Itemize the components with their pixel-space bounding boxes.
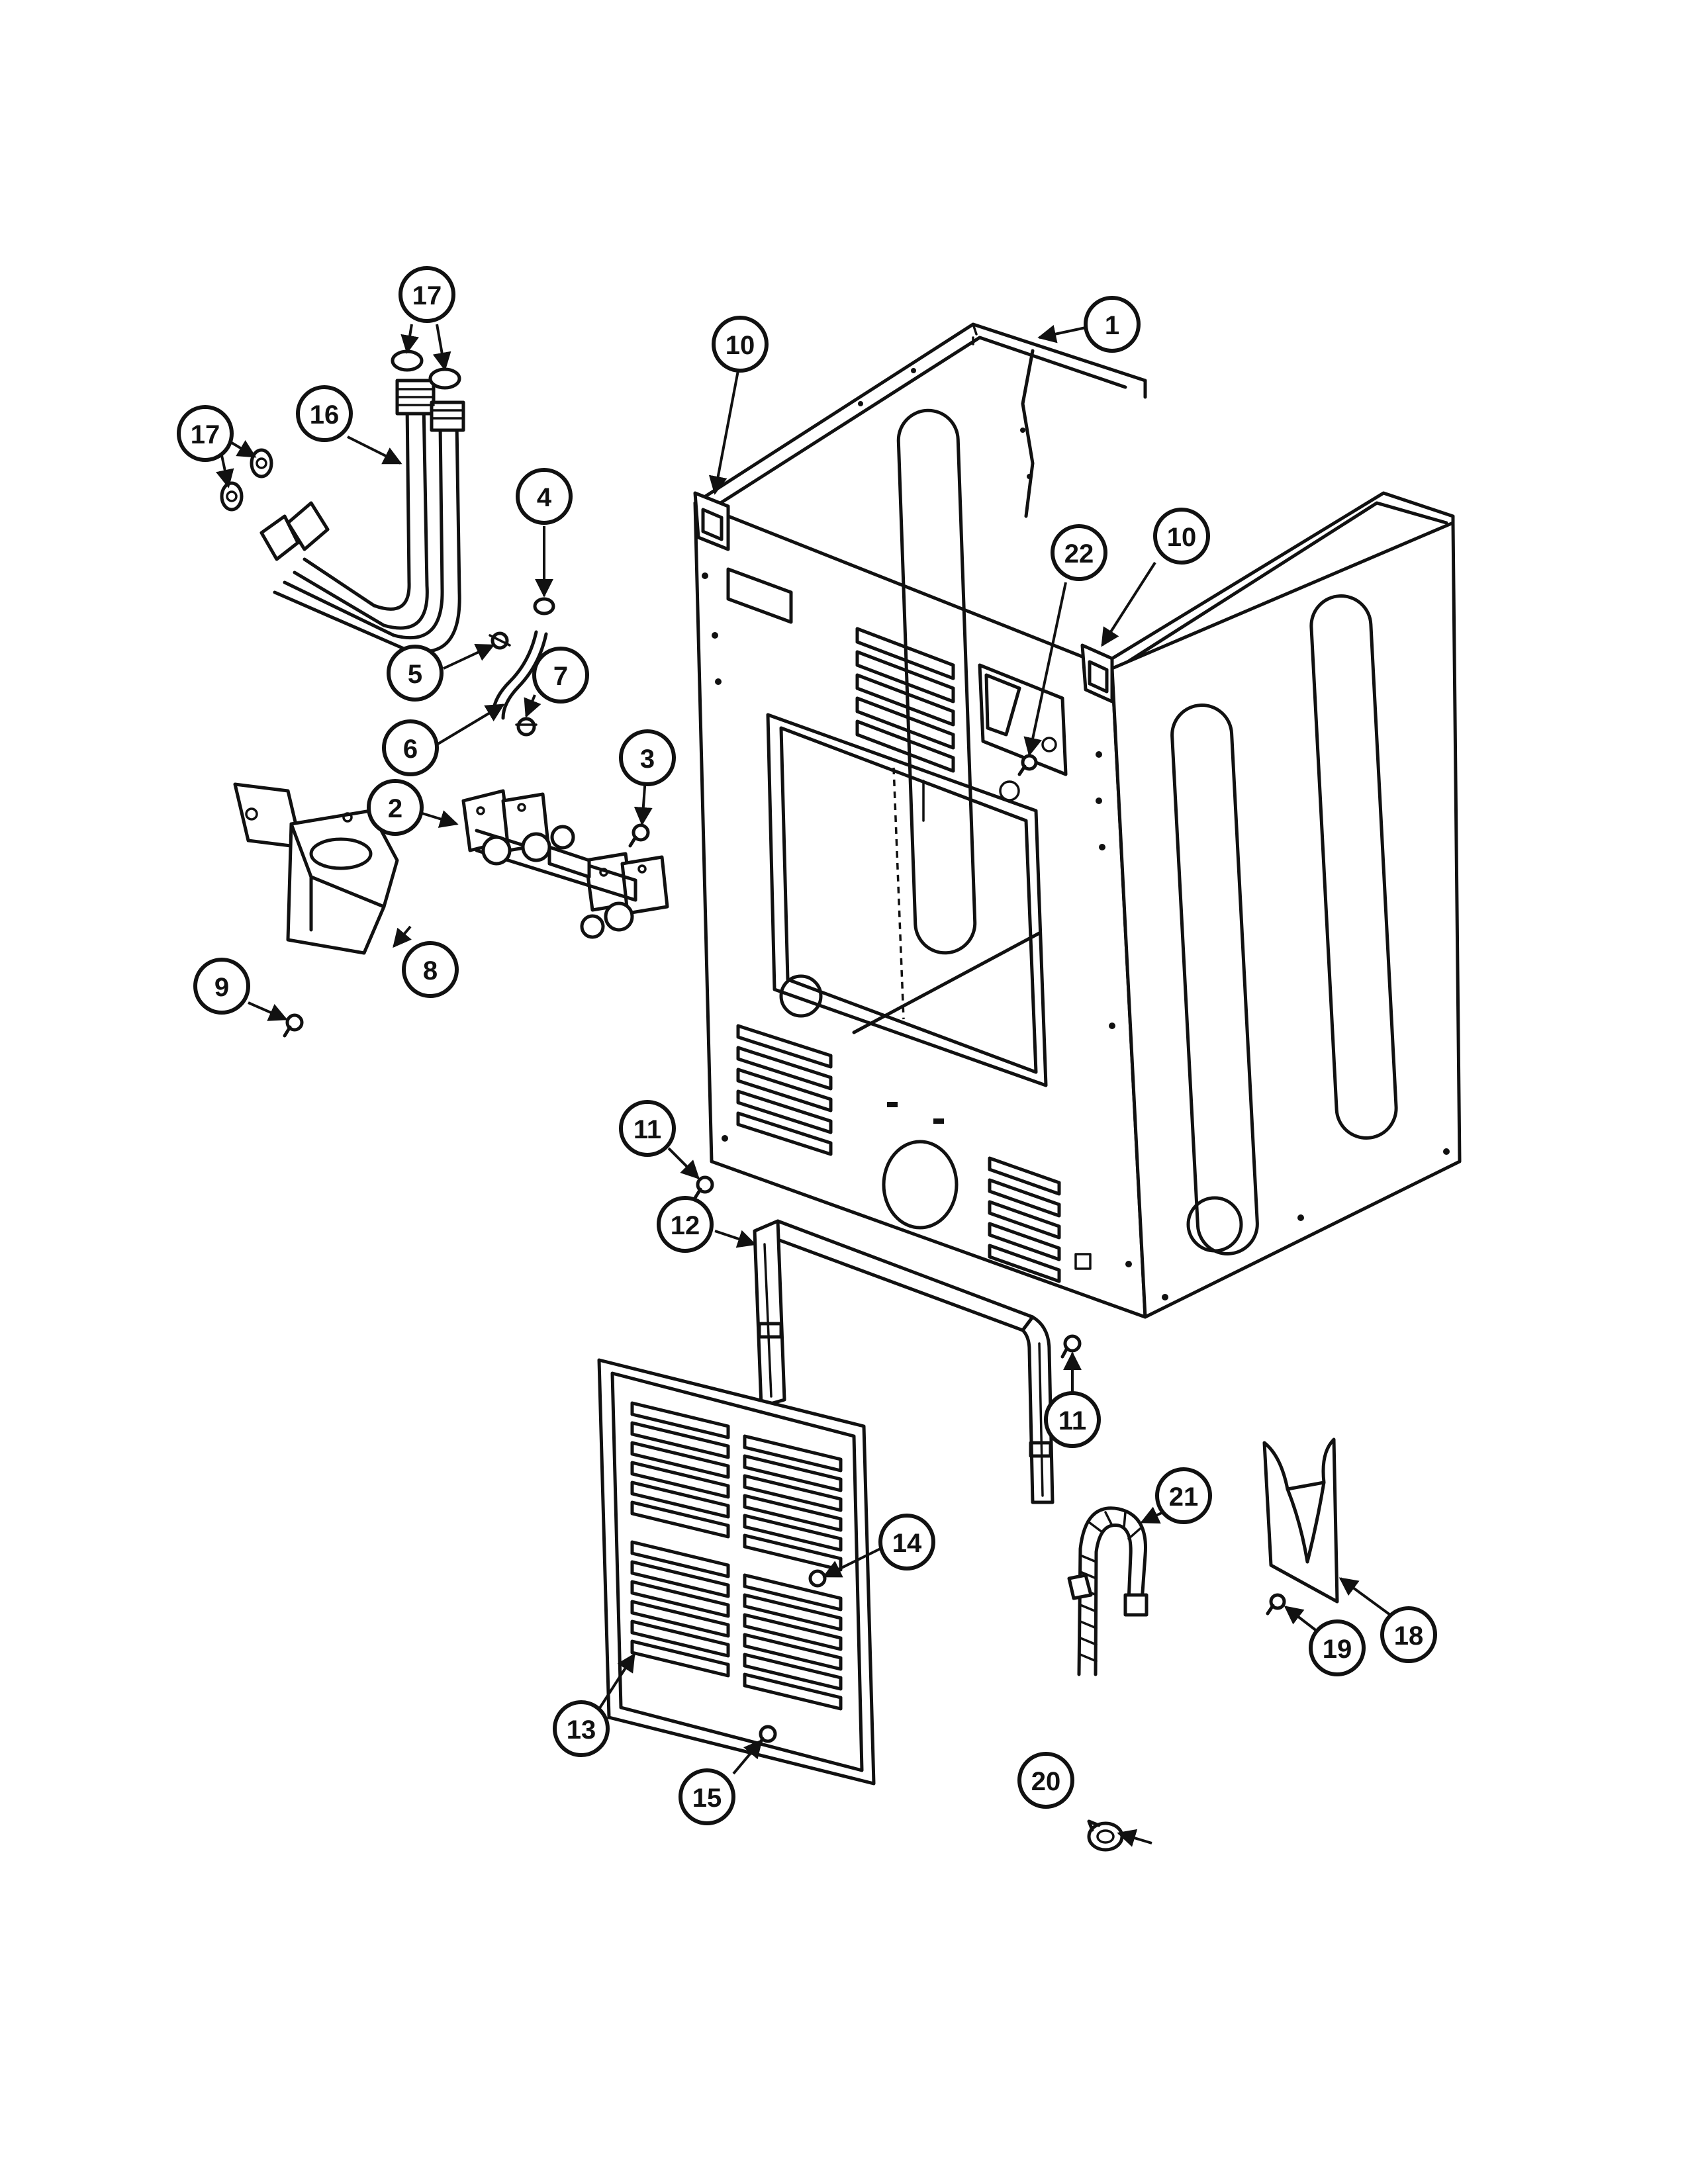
callout-7-label: 7 [553,662,568,691]
callout-12-label: 12 [671,1211,700,1240]
callout-1-label: 1 [1105,311,1119,340]
callout-13-label: 13 [567,1715,596,1745]
callout-17-left-label: 17 [191,420,220,449]
hinge-bracket-right [1080,643,1114,704]
callout-14-label: 14 [892,1529,922,1558]
callout-17-top: 17 [399,266,455,323]
drain-hose-part [1067,1506,1149,1676]
screw-part-19 [1266,1593,1286,1615]
callout-22-label: 22 [1064,539,1094,569]
water-valve-part [461,789,669,939]
callout-5: 5 [387,645,444,702]
callout-14: 14 [878,1514,935,1570]
callout-3-label: 3 [640,745,655,774]
front-panel-grille-part [597,1358,876,1786]
callout-22: 22 [1051,524,1107,581]
callout-4: 4 [516,468,573,525]
callout-10-right: 10 [1153,508,1210,565]
callout-6: 6 [382,719,439,776]
callout-18: 18 [1380,1606,1437,1663]
callout-15: 15 [679,1768,735,1825]
callout-19: 19 [1309,1619,1366,1676]
screw-part-14 [808,1569,827,1588]
callout-3: 3 [619,729,676,786]
callout-19-label: 19 [1323,1635,1352,1664]
hinge-bracket-left [693,491,730,551]
valve-bracket-part [233,782,399,955]
cabinet-screw-holes [702,368,1450,1300]
hose-clamp-part [1087,1819,1124,1852]
callout-13: 13 [553,1700,610,1757]
callout-20-label: 20 [1031,1767,1061,1796]
callout-15-label: 15 [692,1784,722,1813]
callout-21-label: 21 [1169,1482,1199,1512]
callout-2: 2 [367,779,424,836]
callout-17-top-label: 17 [412,281,442,310]
front-louvers-lower-left [736,1024,833,1156]
screw-part-3 [628,823,650,848]
callout-6-label: 6 [403,735,418,764]
base-frame-part [753,1219,1055,1504]
callout-8-label: 8 [423,956,438,985]
callout-10-right-label: 10 [1167,523,1197,552]
callout-1: 1 [1084,296,1141,353]
callout-2-label: 2 [388,794,402,823]
callout-9-label: 9 [214,973,229,1002]
cabinet-part [693,322,1462,1319]
callout-10-left: 10 [712,316,769,373]
callout-11-left-label: 11 [633,1115,661,1144]
callout-7: 7 [532,647,589,704]
callout-10-left-label: 10 [726,331,755,360]
hose-guide-part [1262,1437,1339,1604]
callout-16-label: 16 [310,400,340,430]
screw-part-11-left [693,1175,714,1200]
callout-16: 16 [296,385,353,442]
front-louvers-lower-right [988,1156,1061,1283]
grille-louvers-left [630,1401,730,1678]
front-louvers-upper [855,627,955,773]
callout-20: 20 [1017,1752,1074,1809]
side-panel-openings [779,408,1398,1255]
callout-4-label: 4 [537,483,552,512]
callout-18-label: 18 [1394,1621,1424,1651]
callout-11-right: 11 [1044,1391,1101,1448]
callout-5-label: 5 [408,660,422,689]
callout-11-right-label: 11 [1058,1406,1086,1435]
tube-parts [489,597,555,737]
callout-9: 9 [193,958,250,1015]
callout-12: 12 [657,1196,714,1253]
callout-17-left: 17 [177,405,234,462]
grille-louvers-right [743,1434,843,1711]
callout-8: 8 [402,941,459,998]
screw-part-9 [283,1013,304,1038]
callout-21: 21 [1155,1467,1212,1524]
callout-11-left: 11 [619,1100,676,1157]
